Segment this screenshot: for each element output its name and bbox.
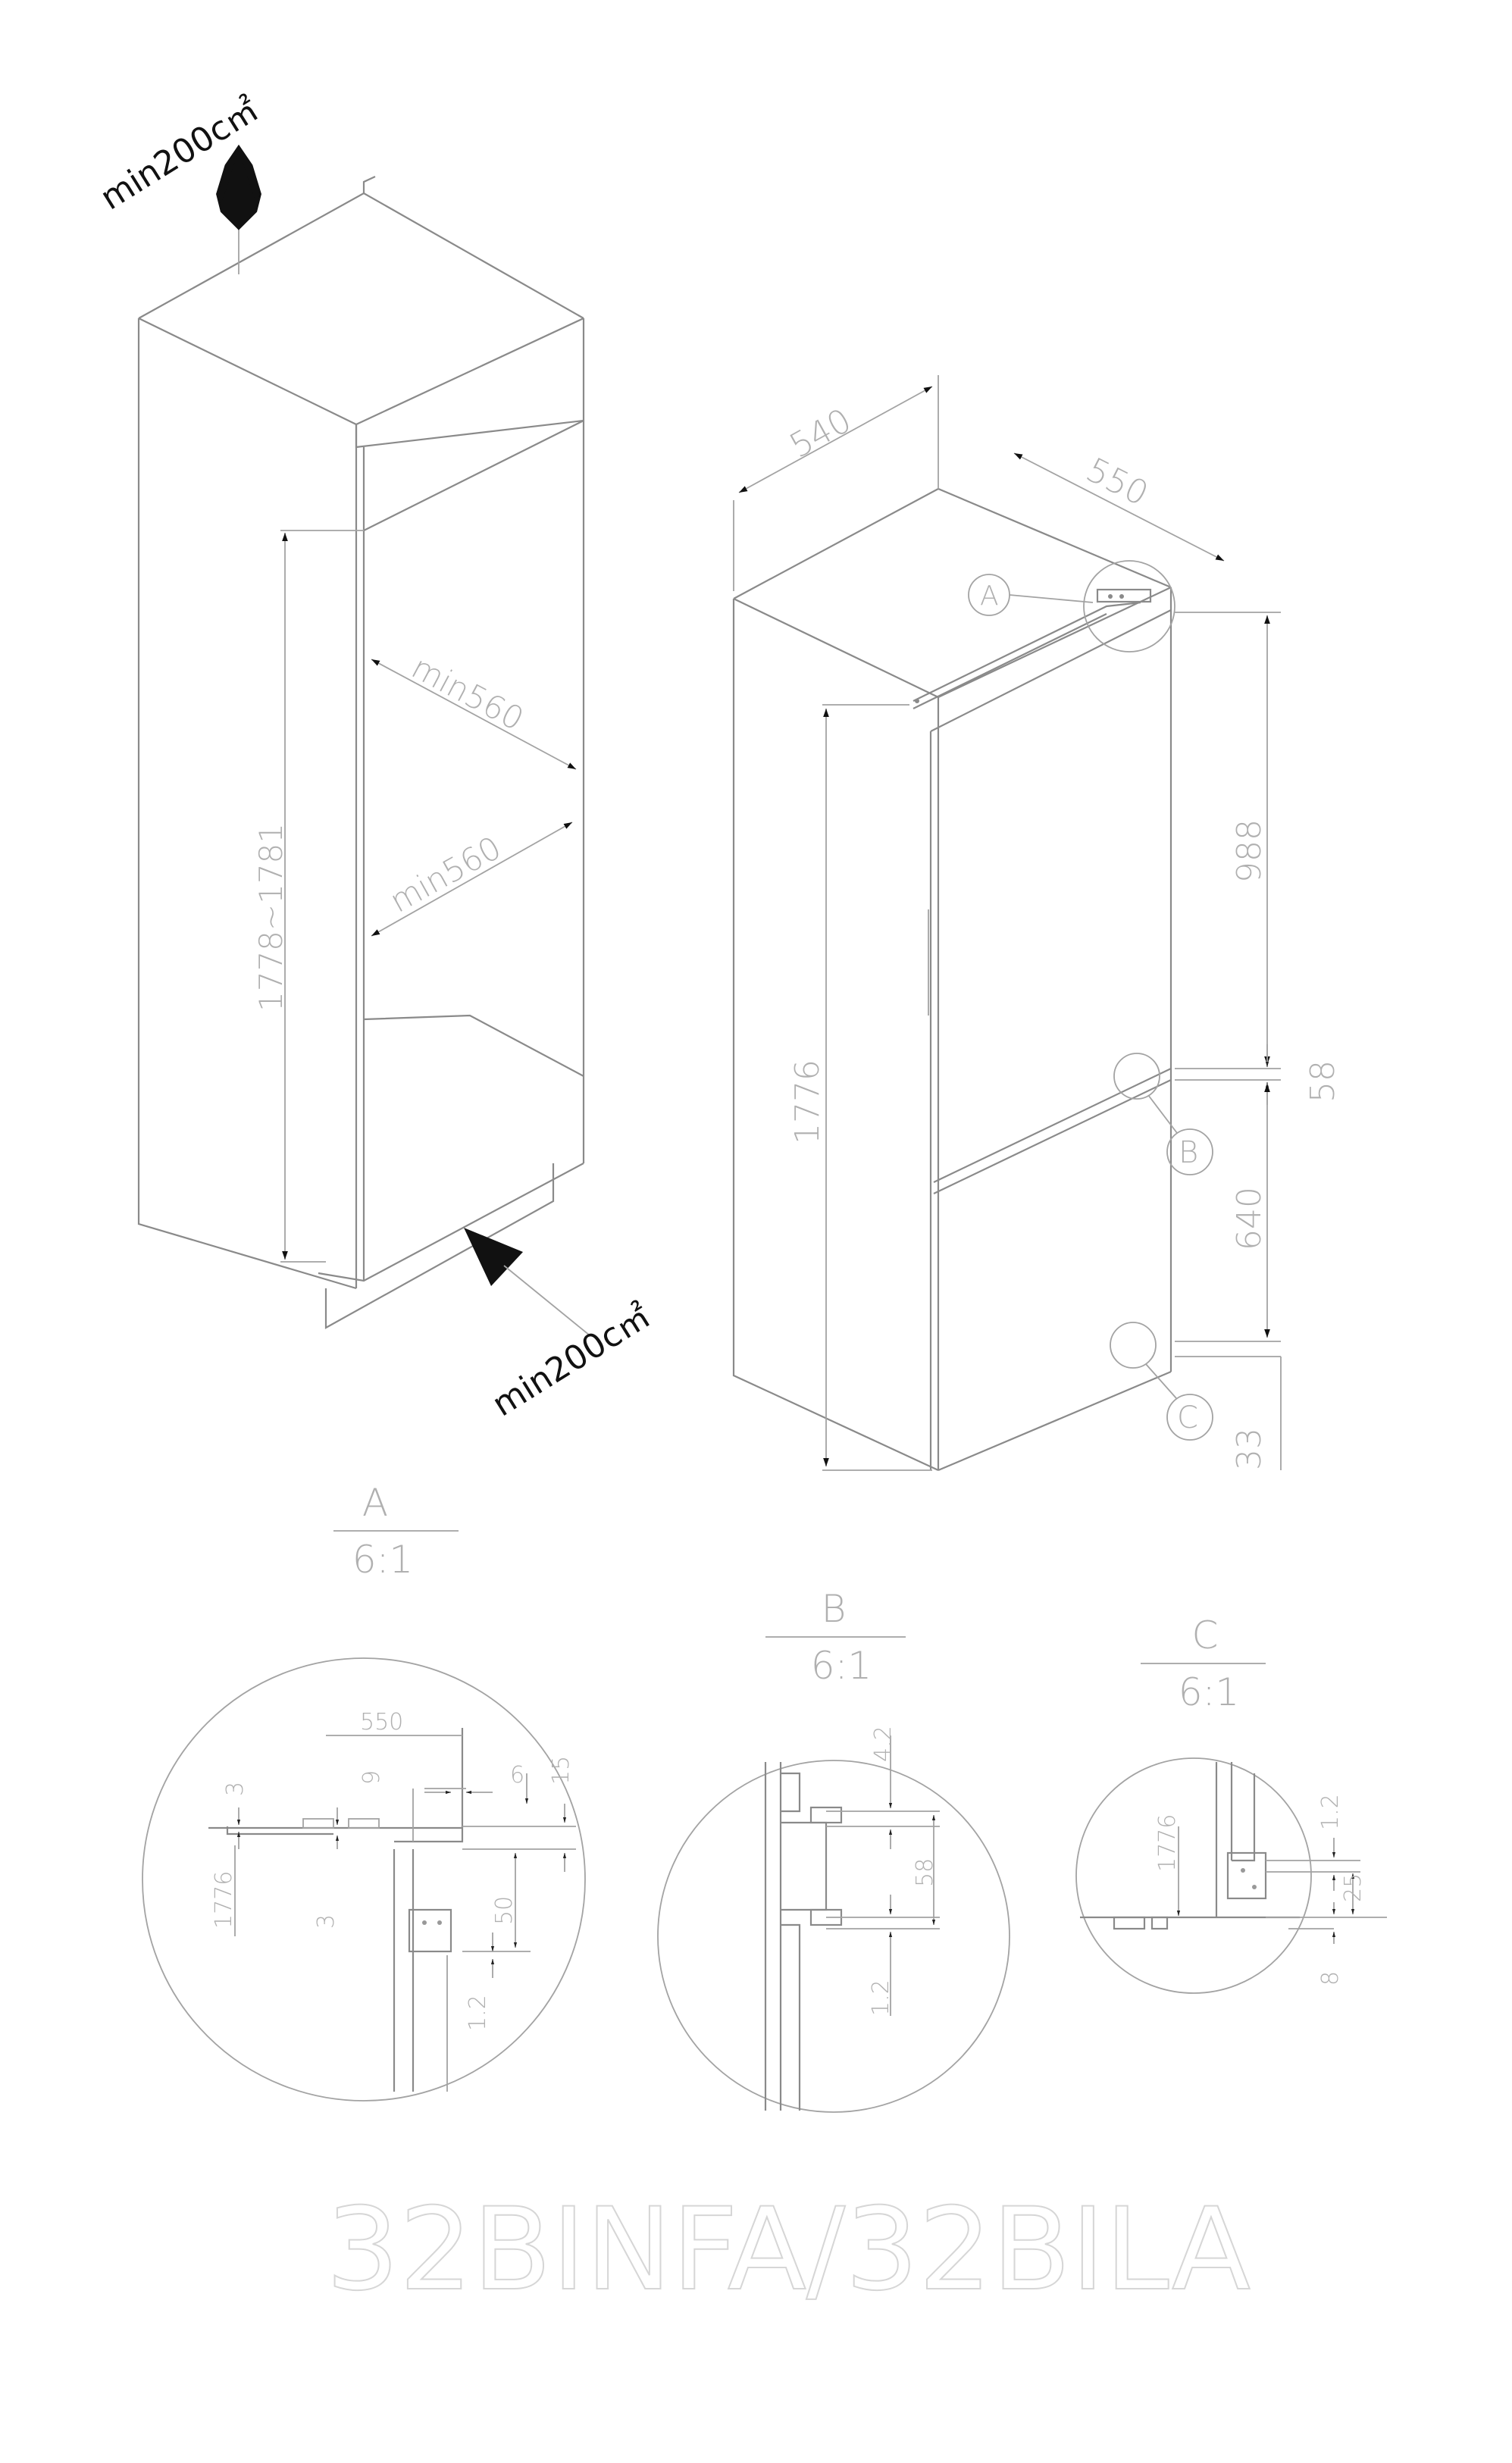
detail-c-dim-0: 1.2 [1317, 1794, 1344, 1830]
detail-a-dim-2: 6 [510, 1762, 524, 1789]
appliance-height-dimension: 1776 [788, 709, 829, 1466]
detail-b: B 6:1 4.2 58 1.2 [657, 1587, 1010, 2113]
appliance-drawing [732, 375, 1282, 1472]
vent-bottom-label: min200c㎡ [486, 1297, 657, 1424]
detail-c-scale: 6:1 [1179, 1670, 1239, 1714]
callout-a: A [968, 560, 1175, 653]
niche-width-top-dimension: min560 [371, 649, 577, 770]
detail-a-dim-3: 15 [548, 1756, 574, 1785]
niche-drawing [137, 176, 585, 1329]
callout-c-label: C [1177, 1400, 1198, 1435]
detail-a-dim-6: 3 [313, 1914, 340, 1929]
niche-width-mid-label: min560 [383, 829, 507, 920]
gap-dimension: 58 [1265, 1044, 1342, 1105]
appliance-width-dimension: 540 [738, 386, 933, 493]
callout-b: B [1113, 1053, 1213, 1175]
appliance-depth-dimension: 550 [1013, 450, 1225, 562]
detail-a-dim-7: 50 [491, 1896, 518, 1925]
detail-a: A 6:1 550 9 6 1 [142, 1481, 586, 2102]
model-title: 32BINFA/32BILA [326, 2184, 1251, 2316]
callout-a-label: A [980, 581, 999, 612]
callout-c: C [1110, 1322, 1213, 1441]
appliance-depth-label: 550 [1080, 450, 1154, 514]
detail-a-letter: A [362, 1481, 388, 1525]
detail-a-scale: 6:1 [352, 1538, 413, 1582]
bottom-label: 33 [1230, 1428, 1269, 1470]
detail-b-dim-0: 4.2 [870, 1726, 897, 1762]
detail-c-dim-1: 1776 [1154, 1814, 1181, 1872]
detail-a-dim-5: 1776 [211, 1871, 237, 1929]
callout-b-label: B [1179, 1135, 1198, 1170]
appliance-width-label: 540 [784, 401, 858, 465]
vent-bottom-arrow [464, 1228, 590, 1336]
detail-a-dim-8: 1.2 [465, 1995, 491, 2031]
detail-b-scale: 6:1 [811, 1644, 872, 1688]
upper-door-label: 988 [1230, 819, 1269, 883]
detail-b-letter: B [822, 1587, 847, 1631]
detail-c-dim-3: 8 [1317, 1971, 1344, 1986]
niche-height-label: 1778~1781 [252, 823, 290, 1012]
niche-width-top-label: min560 [405, 649, 530, 738]
detail-c: C 6:1 1.2 1776 25 8 [1075, 1613, 1387, 1994]
lower-door-label: 640 [1230, 1187, 1269, 1250]
niche-height-dimension: 1778~1781 [252, 533, 290, 1260]
appliance-height-label: 1776 [788, 1059, 827, 1144]
niche-width-mid-dimension: min560 [371, 822, 573, 937]
detail-a-dim-0: 550 [360, 1709, 403, 1735]
detail-a-dim-1: 9 [358, 1770, 385, 1785]
detail-c-letter: C [1192, 1613, 1219, 1657]
vent-top-arrow [216, 144, 261, 230]
gap-label: 58 [1304, 1060, 1342, 1103]
bottom-dimension: 33 [1230, 1428, 1269, 1470]
upper-door-dimension: 988 [1230, 615, 1270, 1065]
detail-b-dim-1: 58 [912, 1858, 938, 1887]
detail-b-dim-2: 1.2 [868, 1979, 894, 2016]
lower-door-dimension: 640 [1230, 1084, 1270, 1338]
detail-c-dim-2: 25 [1340, 1873, 1366, 1902]
detail-a-dim-4: 3 [222, 1782, 249, 1796]
